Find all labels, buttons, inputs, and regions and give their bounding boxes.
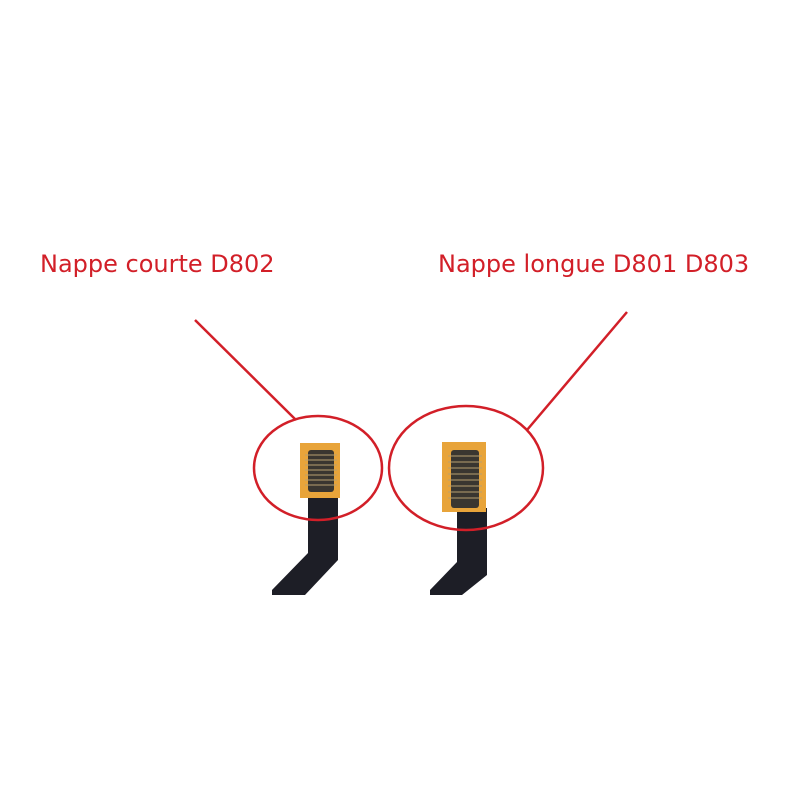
left-highlight-ellipse [252,414,384,522]
short-cable-connector [308,450,334,492]
label-short-cable: Nappe courte D802 [40,250,275,278]
long-flex-cable [430,442,487,595]
right-highlight-ellipse [387,404,545,532]
long-cable-connector [451,450,479,508]
label-long-cable: Nappe longue D801 D803 [438,250,750,278]
right-pointer-line [526,311,628,431]
left-pointer-line [194,319,297,421]
